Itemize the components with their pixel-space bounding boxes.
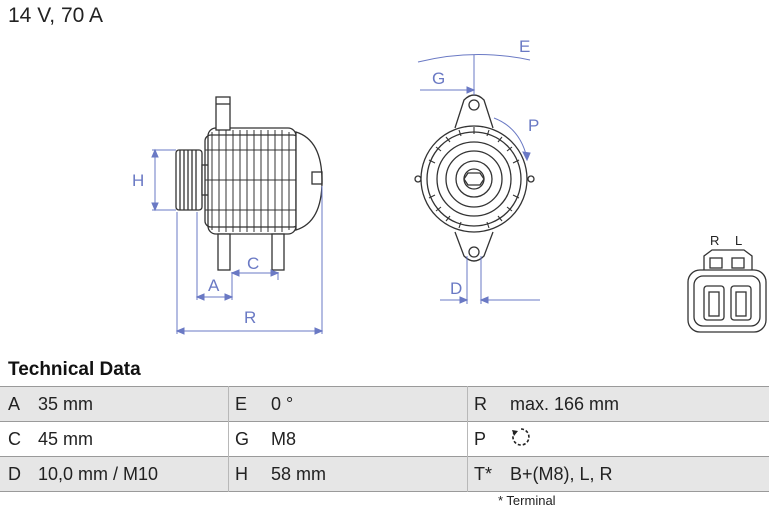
spec-value: 10,0 mm / M10 xyxy=(38,456,229,492)
table-row: D 10,0 mm / M10 H 58 mm T* B+(M8), L, R xyxy=(0,456,769,492)
connector-label-l: L xyxy=(735,233,742,248)
spec-key: H xyxy=(228,456,271,492)
spec-key: P xyxy=(467,421,510,457)
dimension-label-c: C xyxy=(247,254,259,273)
front-view-drawing xyxy=(414,94,535,262)
table-row: C 45 mm G M8 P xyxy=(0,421,769,457)
technical-drawing: H A C R xyxy=(132,37,767,335)
spec-key: T* xyxy=(467,456,510,492)
product-title: 14 V, 70 A xyxy=(8,4,103,27)
table-row: A 35 mm E 0 ° R max. 166 mm xyxy=(0,386,769,422)
spec-value: max. 166 mm xyxy=(510,386,769,422)
spec-value-rotation xyxy=(510,421,769,457)
terminal-footnote: * Terminal xyxy=(498,493,556,508)
spec-key: C xyxy=(0,421,38,457)
dimension-label-a: A xyxy=(208,276,220,295)
spec-key: A xyxy=(0,386,38,422)
spec-key: E xyxy=(228,386,271,422)
front-view-dimensions xyxy=(417,53,540,304)
dimension-label-e: E xyxy=(519,37,530,56)
dimension-label-d: D xyxy=(450,279,462,298)
dimension-label-p: P xyxy=(528,116,539,135)
spec-key: G xyxy=(228,421,271,457)
spec-value: B+(M8), L, R xyxy=(510,456,769,492)
side-view-drawing xyxy=(175,96,323,271)
spec-value: 35 mm xyxy=(38,386,229,422)
connector-drawing xyxy=(687,249,767,333)
spec-key: R xyxy=(467,386,510,422)
clockwise-rotation-icon xyxy=(510,426,532,453)
spec-value: 58 mm xyxy=(271,456,468,492)
technical-data-heading: Technical Data xyxy=(8,359,141,380)
spec-value: 45 mm xyxy=(38,421,229,457)
dimension-label-r: R xyxy=(244,308,256,327)
technical-data-table: A 35 mm E 0 ° R max. 166 mm C 45 mm G M8… xyxy=(0,386,769,492)
connector-label-r: R xyxy=(710,233,719,248)
spec-value: M8 xyxy=(271,421,468,457)
spec-key: D xyxy=(0,456,38,492)
dimension-label-h: H xyxy=(132,171,144,190)
side-view-dimensions xyxy=(151,148,324,335)
dimension-label-g: G xyxy=(432,69,445,88)
spec-value: 0 ° xyxy=(271,386,468,422)
